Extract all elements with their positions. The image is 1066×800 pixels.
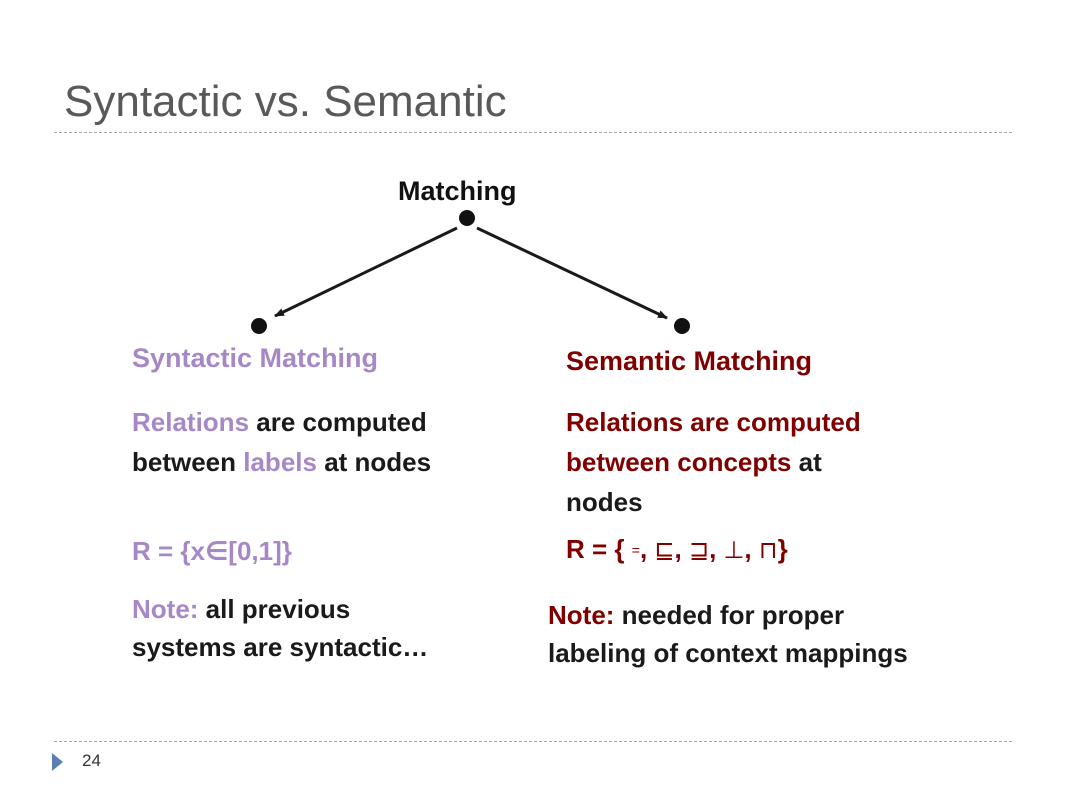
title-divider (54, 132, 1012, 133)
note-text: needed for proper labeling of context ma… (548, 600, 908, 668)
equivalence-symbol: = (631, 542, 640, 558)
syntactic-relations-text: Relations are computed between labels at… (132, 402, 452, 482)
separator: , (744, 534, 759, 564)
syntactic-formula: R = {x∈[0,1]} (132, 536, 292, 566)
formula-prefix: R = { (566, 534, 632, 564)
syntactic-note: Note: all previous systems are syntactic… (132, 590, 432, 666)
edge-to-semantic (476, 226, 668, 320)
note-label: Note: (132, 594, 199, 624)
semantic-heading: Semantic Matching (566, 346, 813, 376)
semantic-formula: R = { =, ⊑, ⊒, ⊥, ⊓} (566, 534, 788, 565)
slide-title: Syntactic vs. Semantic (64, 77, 507, 126)
page-number: 24 (82, 751, 101, 770)
concepts-word: concepts (677, 447, 792, 477)
semantic-note: Note: needed for proper labeling of cont… (548, 596, 948, 672)
edge-to-syntactic (274, 226, 458, 318)
separator: , (674, 534, 689, 564)
note-text: all previous systems are syntactic… (132, 594, 429, 662)
relations-start: Relations are computed between (566, 407, 861, 477)
disjointness-symbol: ⊥ (723, 537, 745, 564)
separator: , (639, 534, 655, 564)
separator: , (709, 534, 724, 564)
footer-divider (54, 741, 1012, 742)
relations-middle: are computed between (132, 407, 427, 477)
root-label: Matching (398, 176, 517, 206)
triangle-bullet-icon (52, 753, 63, 771)
relations-end: at nodes (566, 447, 822, 517)
syntactic-heading: Syntactic Matching (132, 343, 379, 373)
root-node (459, 210, 475, 226)
subsumption-symbol: ⊑ (654, 537, 675, 564)
syntactic-node (251, 318, 267, 334)
note-label: Note: (548, 600, 615, 630)
semantic-node (674, 318, 690, 334)
labels-word: labels (243, 447, 317, 477)
semantic-relations-text: Relations are computed between concepts … (566, 402, 896, 522)
overlap-symbol: ⊓ (758, 537, 778, 564)
relations-word: Relations (132, 407, 250, 437)
formula-suffix: } (777, 534, 788, 564)
generality-symbol: ⊒ (688, 537, 710, 564)
relations-end: at nodes (316, 447, 432, 477)
